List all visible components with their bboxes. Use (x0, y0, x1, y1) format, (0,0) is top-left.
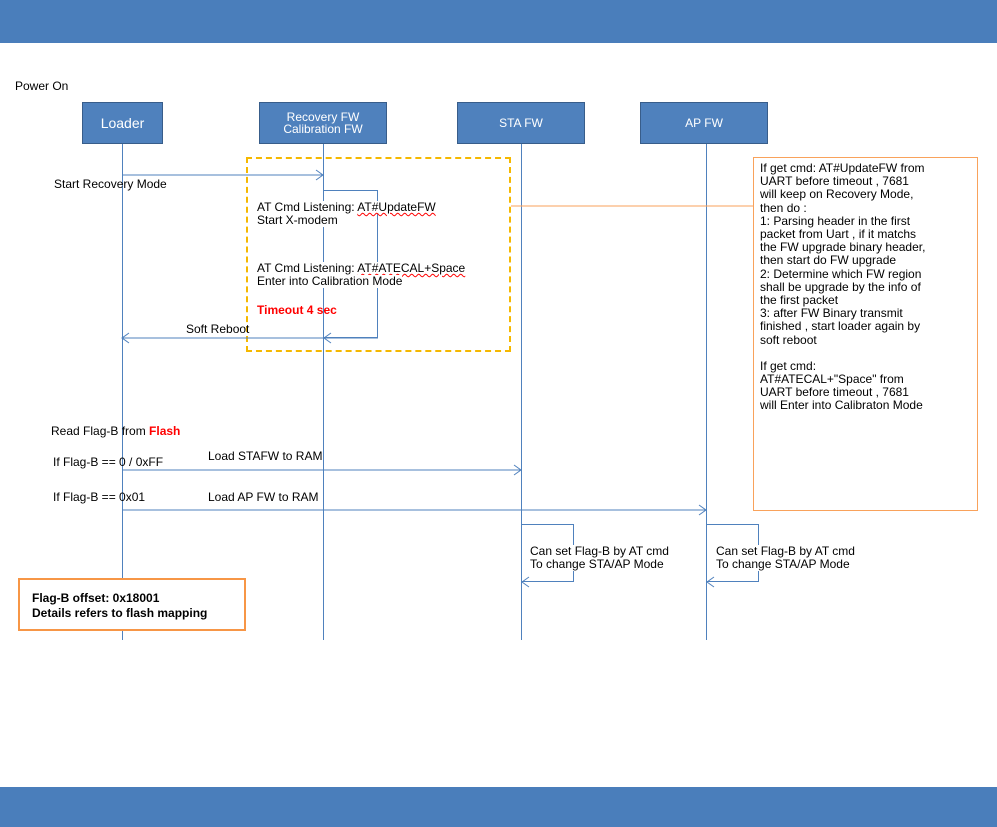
note-line: If get cmd: (760, 358, 817, 373)
arrowhead-sta-self (521, 576, 530, 588)
lifeline-loader (122, 144, 123, 640)
sta-self-line1: Can set Flag-B by AT cmd (530, 544, 669, 558)
at-cal-cmd: AT#ATECAL+Space (357, 261, 466, 275)
header-band (0, 0, 997, 43)
arrowhead-soft-reboot (121, 332, 130, 344)
note-line (760, 347, 971, 360)
ap-self-line2: To change STA/AP Mode (716, 557, 850, 571)
at-cal-prefix: AT Cmd Listening: (257, 261, 355, 275)
flag-offset-line: Flag-B offset: 0x18001 (32, 591, 160, 605)
note-line: 1: Parsing header in the first (760, 213, 911, 228)
arrowhead-load-ap (698, 504, 707, 516)
note-line: UART before timeout , 7681 (760, 174, 909, 189)
footer-band (0, 787, 997, 827)
arrowhead-load-sta (513, 464, 522, 476)
note-line: 3: after FW Binary transmit (760, 306, 903, 321)
lifeline-recovery (323, 144, 324, 640)
lifeline-head-loader: Loader (82, 102, 163, 144)
arrowhead-start-recovery (315, 169, 324, 181)
lifeline-head-sta: STA FW (457, 102, 585, 144)
read-flag-prefix: Read Flag-B from (51, 424, 146, 438)
lifeline-head-ap: AP FW (640, 102, 768, 144)
power-on-label: Power On (15, 79, 69, 93)
lifeline-ap (706, 144, 707, 640)
note-line: packet from Uart , if it matchs (760, 227, 917, 242)
lifeline-sta (521, 144, 522, 640)
recovery-timeout-frame (246, 157, 511, 352)
note-line: will Enter into Calibraton Mode (760, 398, 923, 413)
if-flag-1-label: If Flag-B == 0x01 (53, 490, 146, 504)
note-line: then do : (760, 200, 807, 215)
lifeline-label-loader: Loader (100, 115, 145, 131)
at-update-cmd: AT#UpdateFW (357, 200, 436, 214)
lifeline-label-recovery: Recovery FW (286, 110, 360, 124)
sta-self-line2: To change STA/AP Mode (530, 557, 664, 571)
read-flag-label: Read Flag-B from Flash (51, 425, 180, 438)
load-ap-label: Load AP FW to RAM (208, 490, 319, 504)
lifeline-label-calibration: Calibration FW (283, 122, 363, 136)
note-line: 2: Determine which FW region (760, 266, 922, 281)
note-line: soft reboot (760, 332, 817, 347)
at-update-label: AT Cmd Listening: AT#UpdateFW (257, 201, 436, 214)
timeout-label: Timeout 4 sec (257, 303, 337, 317)
note-line: the first packet (760, 293, 839, 308)
read-flag-flash: Flash (149, 424, 181, 438)
note-line: then start do FW upgrade (760, 253, 897, 268)
ap-self-line1: Can set Flag-B by AT cmd (716, 544, 855, 558)
lifeline-head-recovery: Recovery FW Calibration FW (259, 102, 387, 144)
note-line: will keep on Recovery Mode, (760, 187, 914, 202)
arrowhead-timeout (323, 332, 332, 344)
if-flag-0-label: If Flag-B == 0 / 0xFF (53, 455, 164, 469)
start-recovery-label: Start Recovery Mode (54, 177, 167, 191)
start-xmodem-label: Start X-modem (257, 213, 338, 227)
note-line: UART before timeout , 7681 (760, 385, 909, 400)
arrowhead-ap-self (706, 576, 715, 588)
at-cal-label: AT Cmd Listening: AT#ATECAL+Space (257, 261, 466, 275)
lifeline-label-ap: AP FW (685, 116, 723, 130)
lifeline-label-sta: STA FW (499, 116, 543, 130)
note-line: shall be upgrade by the info of (760, 279, 921, 294)
flag-offset-box: Flag-B offset: 0x18001 Details refers to… (18, 578, 246, 631)
flag-details-line: Details refers to flash mapping (32, 606, 208, 620)
soft-reboot-label: Soft Reboot (186, 322, 250, 336)
load-sta-label: Load STAFW to RAM (208, 449, 323, 463)
enter-cal-label: Enter into Calibration Mode (257, 274, 403, 288)
note-line: finished , start loader again by (760, 319, 921, 334)
note-line: the FW upgrade binary header, (760, 240, 926, 255)
note-line: AT#ATECAL+"Space" from (760, 372, 904, 387)
at-update-prefix: AT Cmd Listening: (257, 200, 355, 214)
note-line: If get cmd: AT#UpdateFW from (760, 161, 925, 175)
